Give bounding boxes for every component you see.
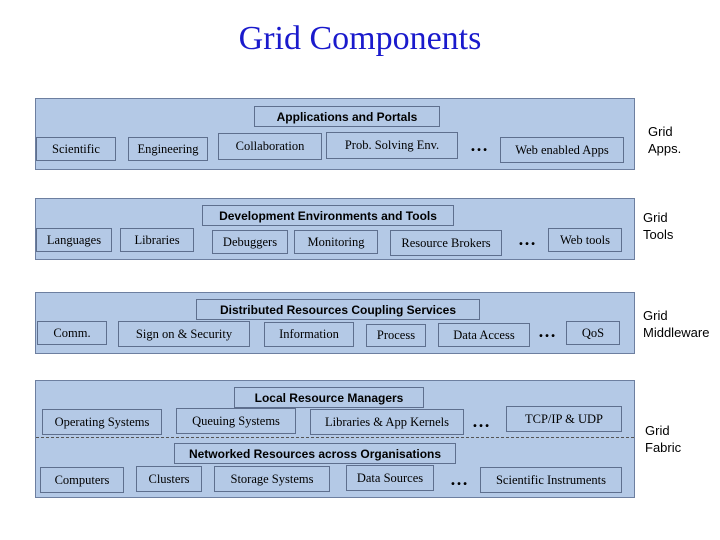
- box-debuggers: Debuggers: [212, 230, 288, 254]
- layer-header-local-resource-managers: Local Resource Managers: [234, 387, 424, 408]
- side-label-grid-apps: Grid Apps.: [648, 123, 681, 157]
- box-computers: Computers: [40, 467, 124, 493]
- box-resource-brokers: Resource Brokers: [390, 230, 502, 256]
- box-monitoring: Monitoring: [294, 230, 378, 254]
- box-storage-systems: Storage Systems: [214, 466, 330, 492]
- box-libraries: Libraries: [120, 228, 194, 252]
- box-scientific-instruments: Scientific Instruments: [480, 467, 622, 493]
- box-prob-solving-env: Prob. Solving Env.: [326, 132, 458, 159]
- box-sign-on-security: Sign on & Security: [118, 321, 250, 347]
- box-clusters: Clusters: [136, 466, 202, 492]
- box-comm: Comm.: [37, 321, 107, 345]
- side-label-grid-middleware: Grid Middleware: [643, 307, 709, 341]
- side-label-line: Apps.: [648, 141, 682, 156]
- ellipsis-applications: …: [470, 135, 488, 155]
- box-collaboration: Collaboration: [218, 133, 322, 160]
- box-data-sources: Data Sources: [346, 465, 434, 491]
- box-web-enabled-apps: Web enabled Apps: [500, 137, 624, 163]
- fabric-divider: [36, 437, 634, 438]
- box-scientific: Scientific: [36, 137, 116, 161]
- ellipsis-dev-tools: …: [518, 229, 536, 249]
- ellipsis-fabric-top: …: [472, 411, 490, 431]
- layer-header-networked-resources: Networked Resources across Organisations: [174, 443, 456, 464]
- ellipsis-fabric-bottom: …: [450, 469, 468, 489]
- box-engineering: Engineering: [128, 137, 208, 161]
- side-label-line: Grid: [643, 308, 668, 323]
- side-label-line: Middleware: [643, 325, 710, 340]
- box-information: Information: [264, 322, 354, 347]
- box-operating-systems: Operating Systems: [42, 409, 162, 435]
- box-process: Process: [366, 324, 426, 347]
- side-label-grid-fabric: Grid Fabric: [645, 422, 681, 456]
- box-libraries-app-kernels: Libraries & App Kernels: [310, 409, 464, 435]
- side-label-line: Grid: [643, 210, 668, 225]
- page-title: Grid Components: [238, 20, 482, 57]
- side-label-line: Tools: [643, 227, 674, 242]
- side-label-line: Grid: [645, 423, 670, 438]
- box-tcpip-udp: TCP/IP & UDP: [506, 406, 622, 432]
- box-languages: Languages: [36, 228, 112, 252]
- layer-header-dev-tools: Development Environments and Tools: [202, 205, 454, 226]
- box-qos: QoS: [566, 321, 620, 345]
- side-label-grid-tools: Grid Tools: [643, 209, 673, 243]
- side-label-line: Grid: [648, 124, 673, 139]
- layer-header-applications: Applications and Portals: [254, 106, 440, 127]
- box-web-tools: Web tools: [548, 228, 622, 252]
- box-data-access: Data Access: [438, 323, 530, 347]
- ellipsis-middleware: …: [538, 321, 556, 341]
- box-queuing-systems: Queuing Systems: [176, 408, 296, 434]
- layer-header-middleware: Distributed Resources Coupling Services: [196, 299, 480, 320]
- side-label-line: Fabric: [645, 440, 682, 455]
